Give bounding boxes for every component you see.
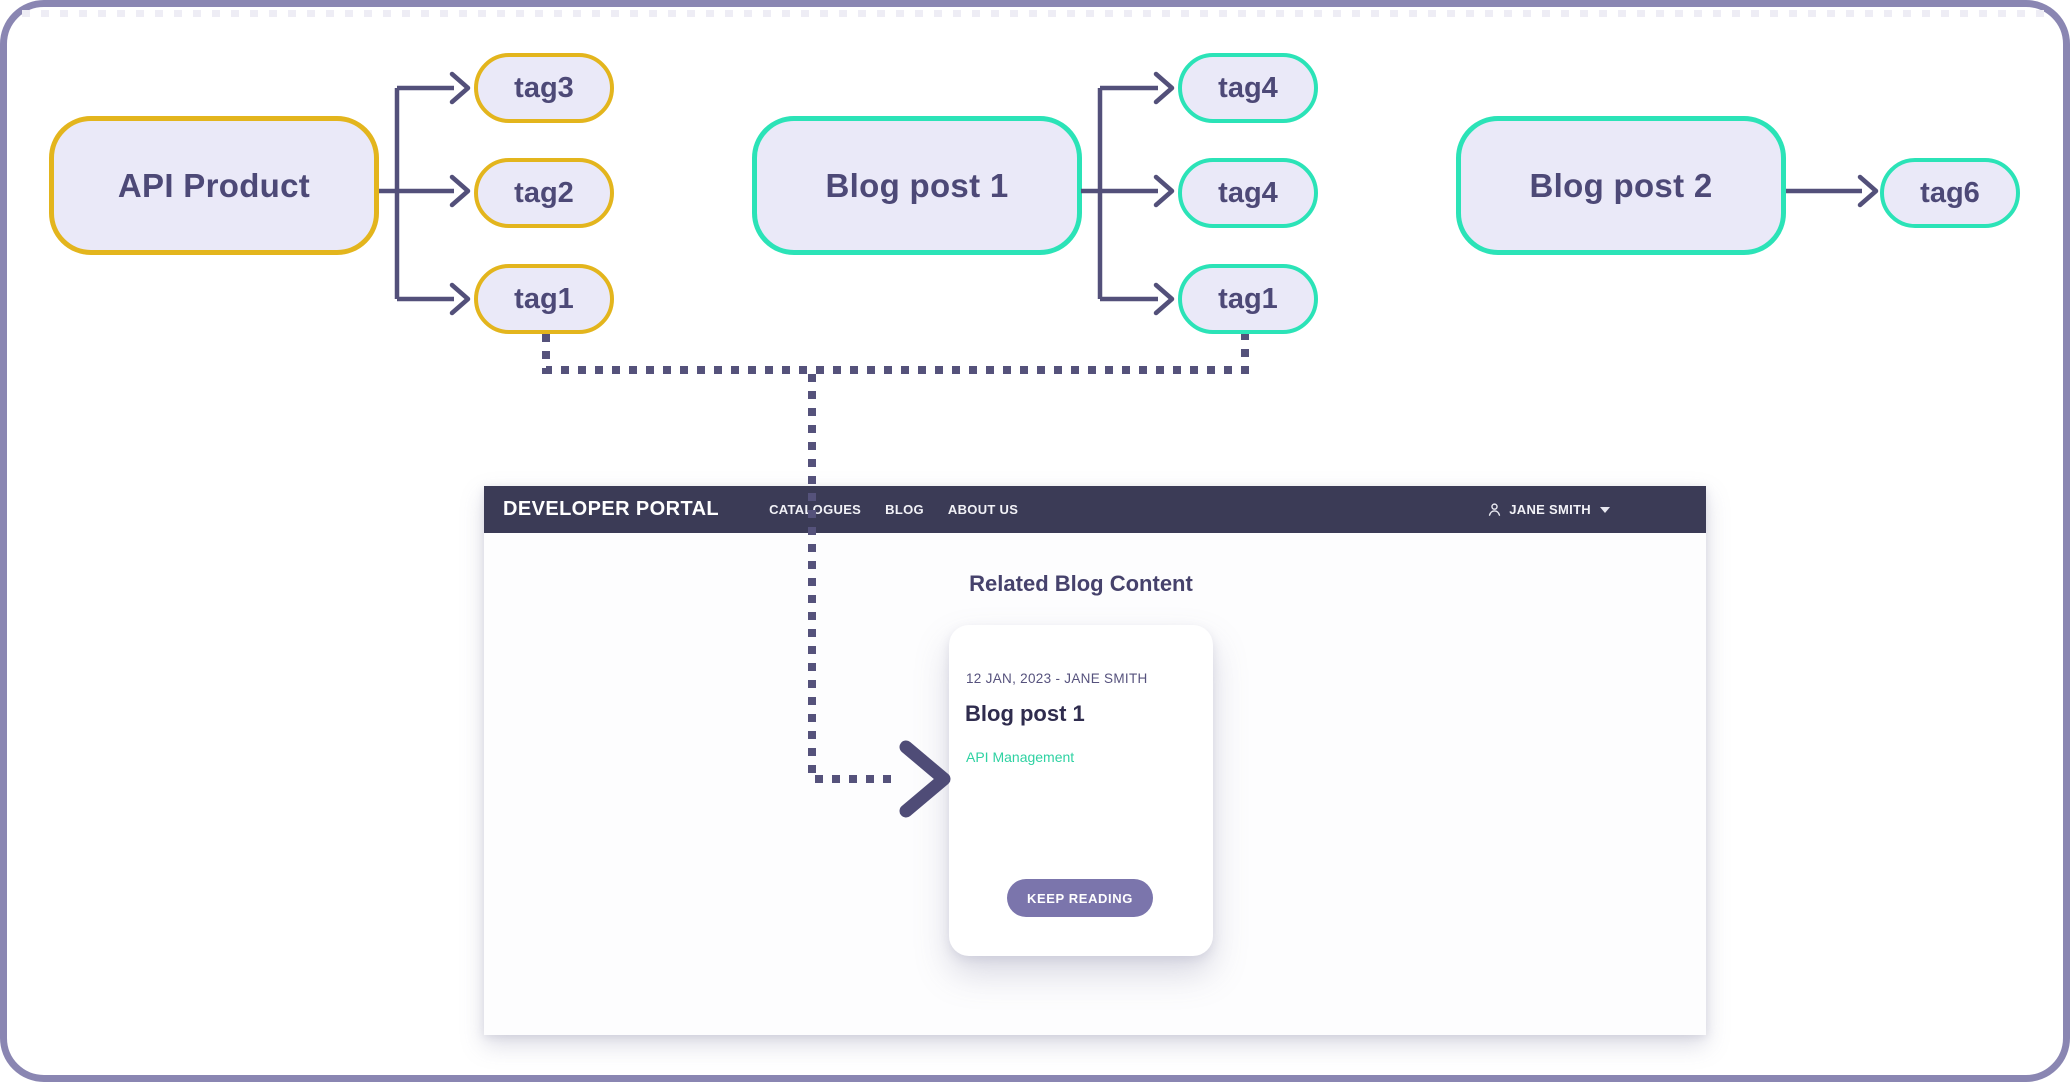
tag-label: tag3	[514, 71, 574, 104]
diagram-tag-tag4-top: tag4	[1178, 53, 1318, 123]
user-menu[interactable]: JANE SMITH	[1486, 501, 1610, 518]
diagram-node-blog-post-2: Blog post 2	[1456, 116, 1786, 255]
portal-navbar: DEVELOPER PORTAL CATALOGUES BLOG ABOUT U…	[484, 486, 1706, 533]
caret-down-icon	[1600, 506, 1610, 513]
keep-reading-button[interactable]: KEEP READING	[1007, 879, 1153, 917]
diagram-tag-tag3: tag3	[474, 53, 614, 123]
node-label: API Product	[117, 166, 311, 204]
node-label: Blog post 2	[1529, 166, 1713, 204]
diagram-tag-tag6: tag6	[1880, 158, 2020, 228]
node-label: Blog post 1	[825, 166, 1009, 204]
diagram-tag-tag1-right: tag1	[1178, 264, 1318, 334]
user-name: JANE SMITH	[1509, 502, 1591, 517]
blog-card-category-link[interactable]: API Management	[966, 749, 1075, 765]
tag-label: tag1	[1218, 282, 1278, 315]
nav-item-about-us[interactable]: ABOUT US	[947, 502, 1019, 517]
portal-brand: DEVELOPER PORTAL	[503, 498, 720, 520]
blog-card: 12 JAN, 2023 - JANE SMITH Blog post 1 AP…	[949, 625, 1213, 956]
diagram-node-blog-post-1: Blog post 1	[752, 116, 1082, 255]
user-icon	[1489, 503, 1501, 516]
diagram-tag-tag1-left: tag1	[474, 264, 614, 334]
tag-label: tag1	[514, 282, 574, 315]
related-content-heading: Related Blog Content	[969, 571, 1193, 596]
tag-label: tag2	[514, 176, 574, 209]
nav-item-catalogues[interactable]: CATALOGUES	[769, 502, 862, 517]
portal-nav: CATALOGUES BLOG ABOUT US	[769, 502, 1018, 517]
tag-label: tag6	[1920, 176, 1980, 209]
tag-label: tag4	[1218, 176, 1278, 209]
tag-label: tag4	[1218, 71, 1278, 104]
nav-item-blog[interactable]: BLOG	[885, 502, 924, 517]
blog-card-meta: 12 JAN, 2023 - JANE SMITH	[966, 671, 1148, 686]
diagram-tag-tag4-middle: tag4	[1178, 158, 1318, 228]
diagram-tag-tag2: tag2	[474, 158, 614, 228]
developer-portal-panel: DEVELOPER PORTAL CATALOGUES BLOG ABOUT U…	[484, 486, 1706, 1035]
diagram-node-api-product: API Product	[49, 116, 379, 255]
top-dashed-divider	[22, 10, 2048, 17]
blog-card-title: Blog post 1	[965, 701, 1085, 726]
